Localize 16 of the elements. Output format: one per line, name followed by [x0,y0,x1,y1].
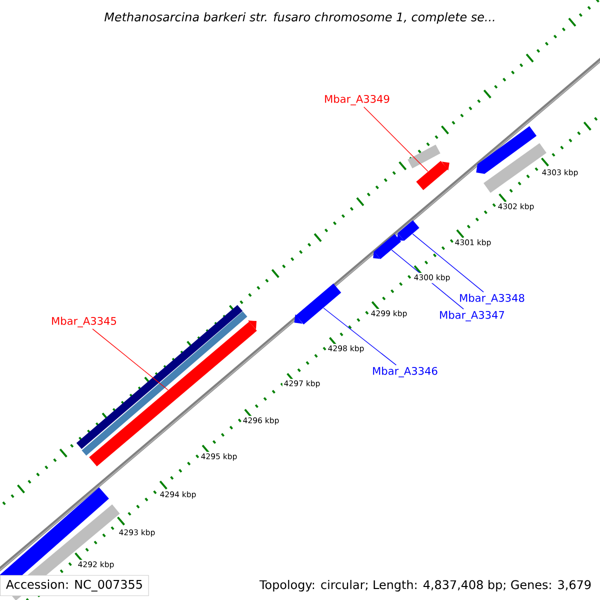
leader-line [323,308,397,366]
leader-line [364,106,428,172]
gene-label: Mbar_A3349 [325,94,390,106]
gene-bar [416,160,450,190]
leader-line [412,234,484,292]
gene-label: Mbar_A3348 [460,294,524,304]
accession-panel: Accession: NC_007355 [0,575,149,596]
gene-label: Mbar_A3345 [52,316,116,328]
gene-bar [294,284,342,324]
title: Methanosarcina barkeri str. fusaro chromosome 1, complete se... [104,12,494,24]
gene-bar [373,234,402,260]
gene-label: Mbar_A3346 [373,366,438,378]
leader-line [92,328,168,390]
gene-label: Mbar_A3347 [440,310,504,322]
genome-info: Topology: circular; Length: 4,837,408 bp; Genes: 3,679 [255,576,596,596]
gene-bar [397,220,420,241]
